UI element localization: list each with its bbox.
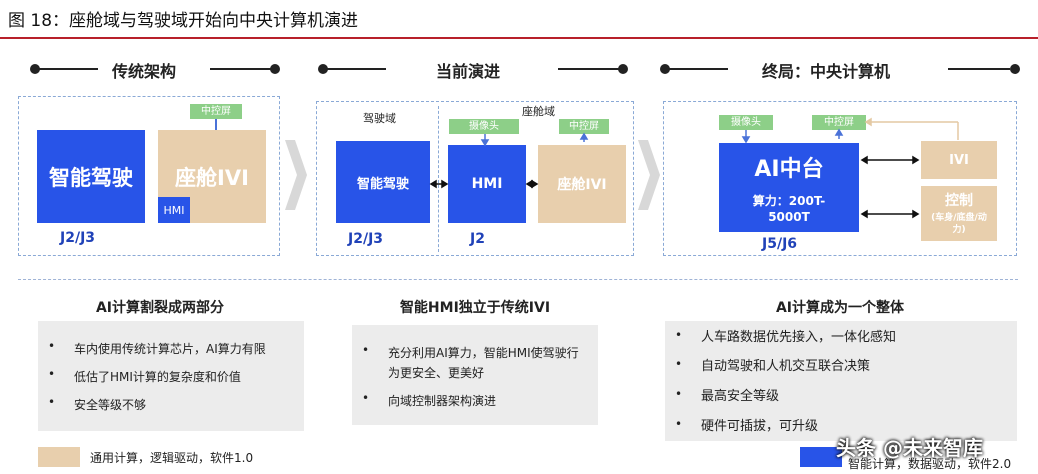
bullet-item: •充分利用AI算力，智能HMI使驾驶行为更安全、更美好 bbox=[362, 343, 579, 380]
bullet-item: •自动驾驶和人机交互联合决策 bbox=[675, 357, 871, 374]
bullet-item: •最高安全等级 bbox=[675, 387, 780, 404]
block-control: 控制 (车身/底盘/动力) bbox=[921, 186, 997, 241]
chevron-right-icon bbox=[638, 140, 660, 210]
ai-platform-title: AI中台 bbox=[754, 157, 824, 182]
block-camera: 摄像头 bbox=[719, 115, 773, 130]
section-header-current: 当前演进 bbox=[318, 58, 628, 81]
arrow-screen bbox=[215, 119, 217, 130]
section-heading: 传统架构 bbox=[112, 62, 177, 81]
block-camera: 摄像头 bbox=[449, 119, 519, 134]
control-title: 控制 bbox=[945, 193, 973, 209]
bullet-item: •低估了HMI计算的复杂度和价值 bbox=[48, 367, 241, 384]
control-sub: (车身/底盘/动力) bbox=[931, 213, 987, 235]
level-label: J2 bbox=[470, 231, 485, 247]
panel-current bbox=[316, 101, 634, 256]
section-separator bbox=[18, 279, 1018, 280]
bullet-item: •安全等级不够 bbox=[48, 395, 147, 412]
chevron-right-icon bbox=[285, 140, 307, 210]
bullet-box-traditional: •车内使用传统计算芯片，AI算力有限 •低估了HMI计算的复杂度和价值 •安全等… bbox=[38, 321, 304, 431]
legend-label-general: 通用计算，逻辑驱动，软件1.0 bbox=[90, 451, 254, 465]
panel-traditional bbox=[18, 96, 280, 256]
connector-arrows bbox=[429, 132, 589, 189]
bullet-item: •向域控制器架构演进 bbox=[362, 391, 497, 408]
legend-swatch-general bbox=[38, 447, 80, 467]
summary-current: 智能HMI独立于传统IVI bbox=[399, 300, 551, 316]
bullet-item: •车内使用传统计算芯片，AI算力有限 bbox=[48, 339, 266, 356]
block-ai-platform: AI中台 算力：200T-5000T bbox=[719, 143, 859, 232]
bullet-item: •人车路数据优先接入，一体化感知 bbox=[675, 328, 897, 345]
bullet-box-final: •人车路数据优先接入，一体化感知 •自动驾驶和人机交互联合决策 •最高安全等级 … bbox=[665, 321, 1017, 441]
bullet-item: •硬件可插拔，可升级 bbox=[675, 417, 819, 434]
block-center-screen: 中控屏 bbox=[812, 115, 866, 130]
bullet-box-current: •充分利用AI算力，智能HMI使驾驶行为更安全、更美好 •向域控制器架构演进 bbox=[352, 325, 598, 425]
block-smart-driving: 智能驾驶 bbox=[37, 130, 145, 223]
block-hmi: HMI bbox=[158, 197, 190, 223]
block-smart-driving: 智能驾驶 bbox=[336, 141, 430, 223]
domain-label-cabin: 座舱域 bbox=[522, 105, 555, 118]
level-label: J2/J3 bbox=[348, 231, 384, 247]
block-cabin-ivi: 座舱IVI bbox=[538, 145, 626, 223]
section-heading: 当前演进 bbox=[436, 62, 501, 81]
ai-platform-power: 算力：200T-5000T bbox=[752, 194, 826, 224]
block-ivi: IVI bbox=[921, 141, 997, 179]
block-center-screen: 中控屏 bbox=[559, 119, 609, 134]
connector-arrows bbox=[741, 117, 959, 219]
section-header-final: 终局：中央计算机 bbox=[660, 58, 1020, 81]
panel-final bbox=[663, 101, 1017, 256]
domain-divider bbox=[438, 106, 439, 252]
summary-final: AI计算成为一个整体 bbox=[775, 300, 905, 316]
summary-traditional: AI计算割裂成两部分 bbox=[95, 300, 225, 316]
legend-label-smart: 智能计算，数据驱动，软件2.0 bbox=[848, 457, 1012, 471]
level-label: J5/J6 bbox=[762, 236, 798, 252]
watermark: 头条 @未来智库 bbox=[836, 436, 983, 460]
figure-title: 图 18：座舱域与驾驶域开始向中央计算机演进 bbox=[8, 11, 359, 31]
legend-swatch-smart bbox=[800, 447, 842, 467]
domain-label-driving: 驾驶域 bbox=[363, 112, 396, 125]
level-label: J2/J3 bbox=[60, 230, 96, 246]
block-center-screen: 中控屏 bbox=[190, 104, 242, 119]
section-heading: 终局：中央计算机 bbox=[762, 62, 891, 81]
section-header-traditional: 传统架构 bbox=[30, 58, 280, 81]
title-rule bbox=[0, 37, 1038, 39]
block-hmi: HMI bbox=[448, 145, 526, 223]
